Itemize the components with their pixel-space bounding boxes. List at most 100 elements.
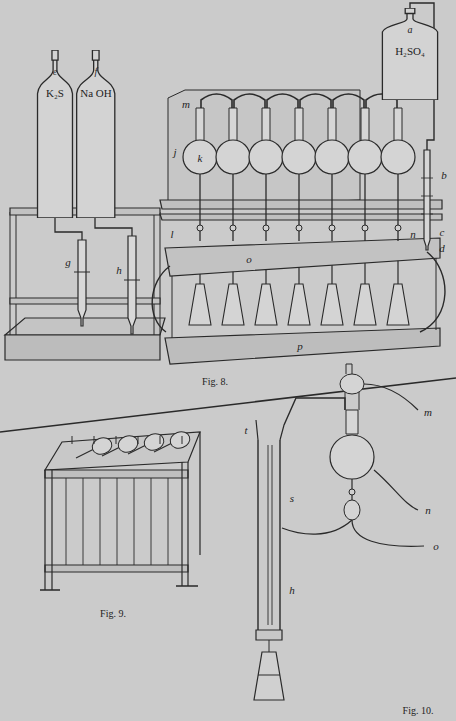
apparatus-stroke [229, 108, 237, 141]
apparatus-stroke [282, 520, 352, 534]
callout-letter: s [290, 493, 294, 504]
reagent-bottle: aH₂SO₄ [380, 8, 440, 100]
callout-letter: d [439, 243, 445, 254]
reagent-bottle: eK₂S [36, 50, 74, 218]
apparatus-stroke [397, 261, 398, 284]
apparatus-stroke [284, 398, 345, 425]
apparatus-stroke [94, 436, 95, 444]
apparatus-stroke [361, 108, 369, 141]
apparatus-stroke [268, 445, 272, 625]
apparatus-stroke [0, 378, 456, 432]
slanted-flask [168, 429, 192, 451]
apparatus-stroke [134, 478, 135, 565]
apparatus-stroke [5, 335, 160, 360]
apparatus-stroke [374, 470, 418, 510]
apparatus-stroke [5, 318, 165, 335]
callout-letter: t [244, 425, 247, 436]
callout-letter: h [116, 265, 122, 276]
reagent-bottle: f Na OH [75, 50, 116, 218]
bottle-outline [38, 50, 73, 218]
callout-letter: n [425, 505, 431, 516]
apparatus-stroke [298, 267, 299, 284]
apparatus-stroke [201, 94, 232, 108]
callout-letter: b [441, 170, 447, 181]
apparatus-stroke [222, 284, 244, 325]
apparatus-stroke [160, 200, 442, 209]
callout-letter: h [289, 585, 295, 596]
apparatus-stroke [267, 94, 298, 108]
apparatus-stroke [40, 586, 198, 590]
apparatus-stroke [269, 640, 270, 652]
reagent-name: H₂SO₄ [395, 45, 425, 57]
callout-letter: o [246, 254, 252, 265]
apparatus-stroke [258, 440, 280, 630]
stopcock [263, 225, 269, 231]
apparatus-stroke [196, 108, 204, 141]
apparatus-stroke [352, 520, 424, 546]
apparatus-stroke [387, 284, 409, 325]
apparatus-stroke [45, 470, 188, 478]
apparatus-stroke [256, 420, 284, 440]
apparatus-stroke [165, 328, 440, 364]
callout-letter: c [440, 227, 445, 238]
apparatus-stroke [168, 90, 360, 208]
flask-bulb [183, 140, 217, 174]
apparatus-stroke [72, 436, 73, 444]
apparatus-stroke [160, 436, 161, 444]
callout-letter: p [297, 341, 303, 352]
apparatus-stroke [55, 218, 82, 240]
apparatus-stroke [151, 478, 152, 565]
apparatus-stroke [364, 384, 418, 410]
callout-letter: l [170, 229, 173, 240]
apparatus-stroke [189, 284, 211, 325]
apparatus-stroke [172, 258, 436, 338]
apparatus-stroke [117, 478, 118, 565]
apparatus-stroke [364, 263, 365, 284]
apparatus-stroke [346, 364, 352, 374]
apparatus-stroke [165, 238, 440, 276]
apparatus-stroke [256, 630, 282, 640]
reagent-name: Na OH [80, 87, 111, 99]
apparatus-stroke [160, 214, 442, 220]
apparatus-stroke [424, 150, 430, 250]
apparatus-stroke [234, 94, 265, 108]
apparatus-stroke [45, 565, 188, 572]
bottle-outline [77, 50, 115, 218]
slanted-flask [142, 431, 166, 453]
bottle-outline [382, 8, 437, 100]
small-bulb [344, 500, 360, 520]
apparatus-stroke [254, 652, 284, 700]
stopcock [395, 225, 401, 231]
apparatus-stroke [354, 284, 376, 325]
apparatus-stroke [420, 252, 445, 332]
apparatus-stroke [265, 270, 266, 284]
apparatus-stroke [152, 266, 170, 332]
callout-letter: f [95, 66, 98, 77]
apparatus-stroke [128, 236, 136, 334]
flask-bulb [315, 140, 349, 174]
callout-letter: a [408, 24, 413, 35]
callout-letter: k [198, 153, 203, 164]
apparatus-stroke [83, 478, 84, 565]
apparatus-stroke [255, 284, 277, 325]
flask-bulb [282, 140, 316, 174]
apparatus-stroke [74, 272, 140, 280]
apparatus-stroke [262, 108, 270, 141]
slanted-flask [90, 435, 114, 457]
apparatus-stroke [321, 284, 343, 325]
stopcock [197, 225, 203, 231]
apparatus-stroke [45, 432, 200, 590]
apparatus-stroke [421, 178, 433, 214]
apparatus-stroke [10, 212, 160, 335]
flask-bulb [381, 140, 415, 174]
apparatus-stroke [300, 94, 331, 108]
apparatus-stroke [78, 240, 86, 326]
callout-letter: m [182, 99, 190, 110]
callout-letter: g [65, 257, 71, 268]
flask-bulb [348, 140, 382, 174]
apparatus-stroke [100, 478, 101, 565]
apparatus-stroke [331, 265, 332, 284]
apparatus-stroke [116, 436, 117, 444]
apparatus-stroke [232, 272, 233, 284]
callout-letter: n [410, 229, 416, 240]
